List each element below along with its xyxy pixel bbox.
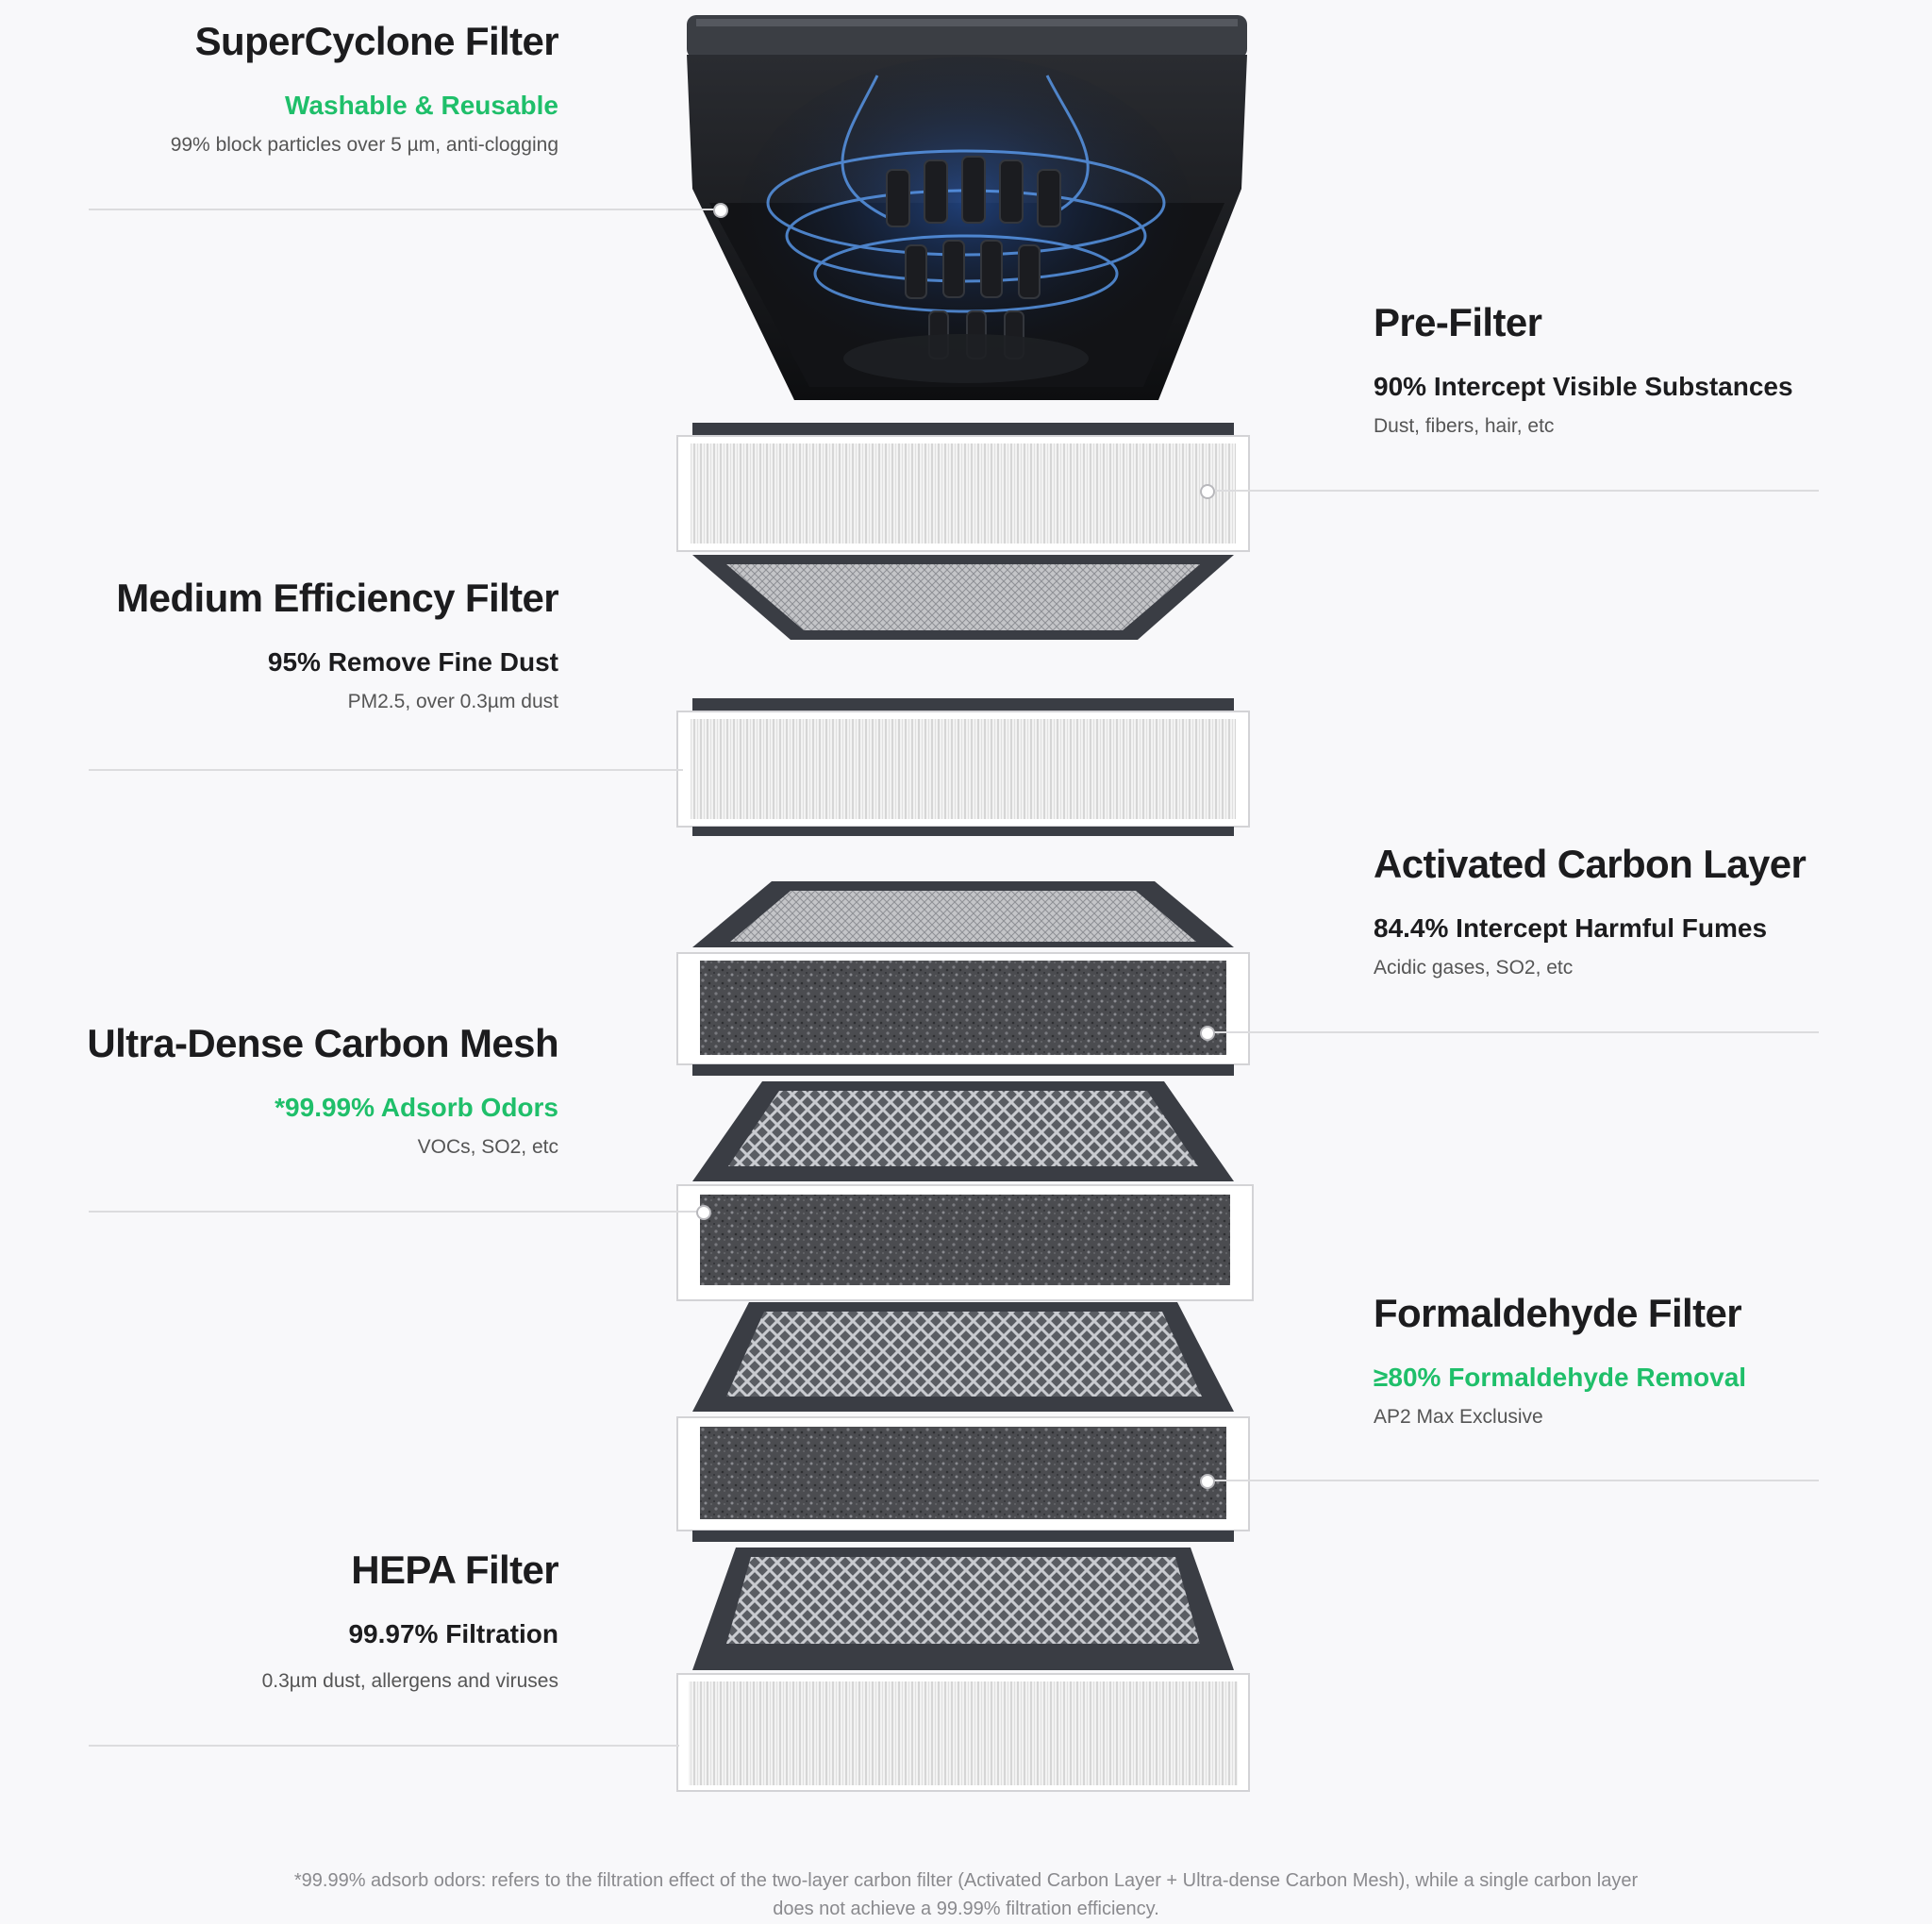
supercyclone-desc: 99% block particles over 5 µm, anti-clog…: [170, 134, 558, 156]
carbon-mesh-desc: VOCs, SO2, etc: [417, 1136, 558, 1158]
activated-carbon-block: [676, 881, 1250, 1076]
leader-dot-activated-carbon: [1200, 1026, 1215, 1041]
medium-subtitle: 95% Remove Fine Dust: [267, 647, 558, 677]
formaldehyde-desc: AP2 Max Exclusive: [1374, 1406, 1543, 1428]
pre-filter-block: [676, 423, 1250, 552]
label-formaldehyde: Formaldehyde Filter ≥80% Formaldehyde Re…: [1374, 1291, 1746, 1429]
hepa-subtitle: 99.97% Filtration: [348, 1619, 558, 1648]
supercyclone-housing: [687, 15, 1247, 400]
activated-carbon-subtitle: 84.4% Intercept Harmful Fumes: [1374, 913, 1768, 943]
formaldehyde-title: Formaldehyde Filter: [1374, 1291, 1742, 1335]
leader-line-activated-carbon: [1209, 1031, 1819, 1033]
label-activated-carbon: Activated Carbon Layer 84.4% Intercept H…: [1374, 842, 1807, 979]
prefilter-desc: Dust, fibers, hair, etc: [1374, 415, 1555, 437]
hepa-title: HEPA Filter: [351, 1548, 558, 1592]
leader-line-supercyclone: [89, 209, 719, 210]
label-prefilter: Pre-Filter 90% Intercept Visible Substan…: [1374, 300, 1793, 438]
carbon-mesh-subtitle: *99.99% Adsorb Odors: [275, 1093, 558, 1122]
activated-carbon-desc: Acidic gases, SO2, etc: [1374, 957, 1574, 979]
footnote-line-2: does not achieve a 99.99% filtration eff…: [773, 1899, 1159, 1919]
leader-dot-formaldehyde: [1200, 1474, 1215, 1489]
footnote: *99.99% adsorb odors: refers to the filt…: [211, 1866, 1721, 1923]
label-medium: Medium Efficiency Filter 95% Remove Fine…: [116, 576, 558, 713]
leader-line-carbon-mesh: [89, 1211, 704, 1213]
medium-filter-block: [676, 698, 1250, 836]
label-hepa: HEPA Filter 99.97% Filtration 0.3µm dust…: [261, 1548, 559, 1693]
label-carbon-mesh: Ultra-Dense Carbon Mesh *99.99% Adsorb O…: [87, 1021, 558, 1159]
leader-dot-prefilter: [1200, 484, 1215, 499]
hepa-desc: 0.3µm dust, allergens and viruses: [261, 1670, 558, 1692]
medium-desc: PM2.5, over 0.3µm dust: [347, 691, 558, 712]
label-supercyclone: SuperCyclone Filter Washable & Reusable …: [170, 19, 559, 157]
footnote-line-1: *99.99% adsorb odors: refers to the filt…: [293, 1870, 1639, 1891]
supercyclone-subtitle: Washable & Reusable: [285, 91, 558, 120]
medium-title: Medium Efficiency Filter: [116, 576, 558, 620]
medium-filter-frame: [692, 555, 1234, 640]
formaldehyde-subtitle: ≥80% Formaldehyde Removal: [1374, 1363, 1747, 1392]
leader-line-prefilter: [1206, 490, 1819, 492]
supercyclone-title: SuperCyclone Filter: [194, 19, 559, 63]
hepa-filter-block: [676, 1548, 1250, 1792]
prefilter-title: Pre-Filter: [1374, 300, 1542, 344]
leader-line-medium: [89, 769, 683, 771]
carbon-mesh-title: Ultra-Dense Carbon Mesh: [87, 1021, 558, 1065]
leader-line-formaldehyde: [1209, 1480, 1819, 1481]
carbon-mesh-block: [676, 1081, 1254, 1301]
leader-line-hepa: [89, 1745, 679, 1747]
leader-dot-supercyclone: [713, 203, 728, 218]
formaldehyde-filter-block: [676, 1302, 1250, 1542]
activated-carbon-title: Activated Carbon Layer: [1374, 842, 1807, 886]
leader-dot-carbon-mesh: [696, 1205, 711, 1220]
prefilter-subtitle: 90% Intercept Visible Substances: [1374, 372, 1793, 401]
